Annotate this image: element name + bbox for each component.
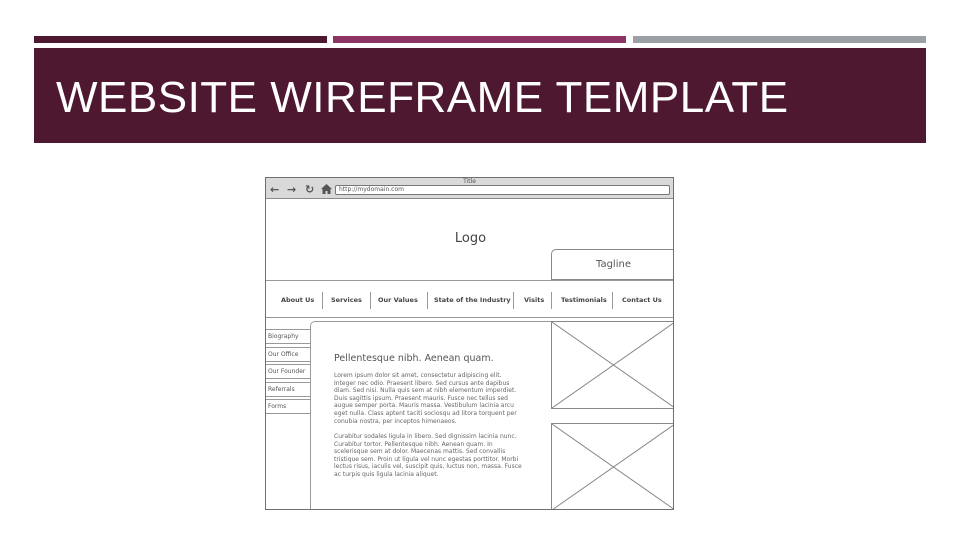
sidebar-rail bbox=[266, 414, 311, 509]
url-bar[interactable]: http://mydomain.com bbox=[335, 185, 670, 195]
content-paragraph: Curabitur sodales ligula in libero. Sed … bbox=[334, 433, 522, 478]
logo: Logo bbox=[454, 231, 487, 246]
tagline-box: Tagline bbox=[551, 249, 673, 280]
content-heading: Pellentesque nibh. Aenean quam. bbox=[334, 353, 494, 364]
browser-titlebar: Title ← → ↻ http://mydomain.com bbox=[266, 178, 673, 199]
reload-icon[interactable]: ↻ bbox=[305, 183, 315, 196]
sidebar-item-forms[interactable]: Forms bbox=[266, 399, 311, 414]
back-arrow-icon[interactable]: ← bbox=[270, 183, 280, 196]
home-icon[interactable] bbox=[321, 184, 332, 196]
accent-bar-gray bbox=[633, 36, 926, 43]
menu-separator bbox=[322, 292, 323, 309]
sidebar-item-our-founder[interactable]: Our Founder bbox=[266, 364, 311, 379]
nav-menu: About Us Services Our Values State of th… bbox=[266, 280, 673, 318]
menu-separator bbox=[612, 292, 613, 309]
image-placeholder bbox=[551, 423, 673, 509]
menu-separator bbox=[427, 292, 428, 309]
menu-item-testimonials[interactable]: Testimonials bbox=[561, 296, 607, 304]
menu-item-our-values[interactable]: Our Values bbox=[378, 296, 418, 304]
menu-separator bbox=[370, 292, 371, 309]
accent-bar-magenta bbox=[333, 36, 626, 43]
image-placeholder bbox=[551, 321, 673, 409]
menu-separator bbox=[513, 292, 514, 309]
forward-arrow-icon[interactable]: → bbox=[287, 183, 297, 196]
content-panel: Pellentesque nibh. Aenean quam. Lorem ip… bbox=[310, 321, 551, 509]
menu-separator bbox=[551, 292, 552, 309]
menu-item-about-us[interactable]: About Us bbox=[281, 296, 315, 304]
sidebar-item-biography[interactable]: Biography bbox=[266, 329, 311, 344]
menu-item-visits[interactable]: Visits bbox=[524, 296, 545, 304]
accent-bar-dark bbox=[34, 36, 327, 43]
content-paragraph: Lorem ipsum dolor sit amet, consectetur … bbox=[334, 372, 517, 425]
slide-title: WEBSITE WIREFRAME TEMPLATE bbox=[56, 73, 789, 122]
browser-window-title: Title bbox=[463, 178, 476, 185]
wireframe-browser-window: Title ← → ↻ http://mydomain.com Logo Tag… bbox=[265, 177, 674, 510]
menu-item-contact-us[interactable]: Contact Us bbox=[622, 296, 662, 304]
sidebar-item-referrals[interactable]: Referrals bbox=[266, 382, 311, 397]
menu-item-state-of-the-industry[interactable]: State of the Industry bbox=[434, 296, 511, 304]
tagline: Tagline bbox=[596, 259, 631, 270]
menu-item-services[interactable]: Services bbox=[331, 296, 362, 304]
sidebar-item-our-office[interactable]: Our Office bbox=[266, 347, 311, 362]
title-band: WEBSITE WIREFRAME TEMPLATE bbox=[34, 48, 926, 143]
